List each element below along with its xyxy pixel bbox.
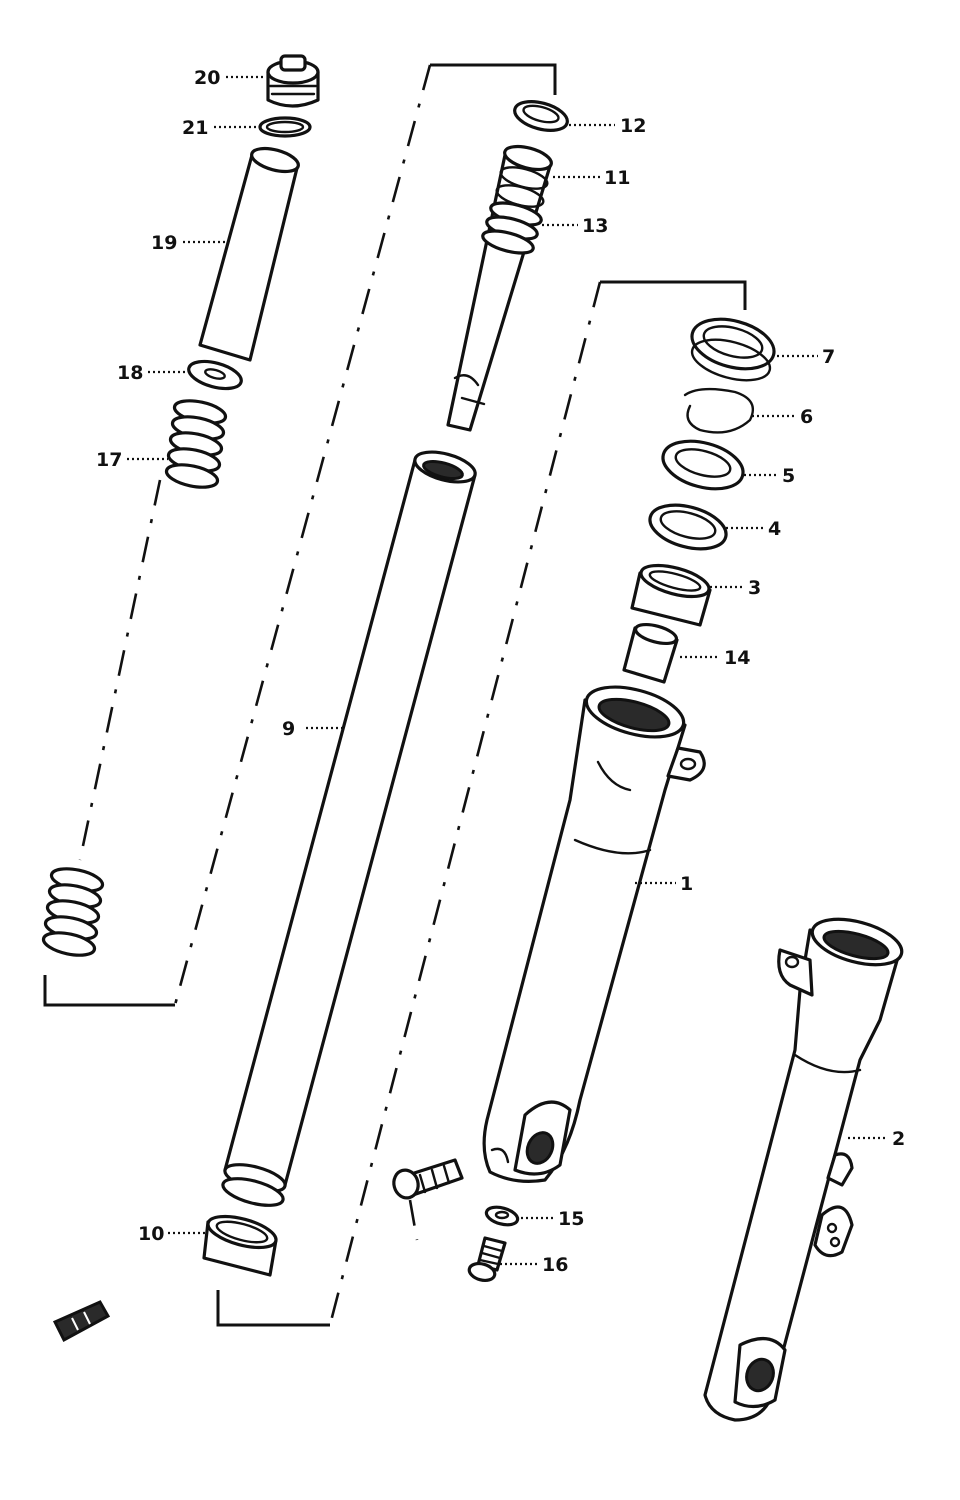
dust-seal [690, 317, 776, 382]
callout-6: 6 [800, 406, 813, 428]
callout-10: 10 [138, 1223, 164, 1245]
callout-19: 19 [151, 232, 177, 254]
callout-11: 11 [604, 167, 630, 189]
outer-tube-right [703, 917, 904, 1422]
seal-spacer [648, 503, 728, 551]
callout-14: 14 [724, 647, 750, 669]
callout-12: 12 [620, 115, 646, 137]
snap-ring [683, 387, 755, 434]
fork-spring [41, 399, 228, 957]
fork-cap-bolt [266, 54, 320, 108]
callout-2: 2 [892, 1128, 905, 1150]
slide-bushing [202, 1214, 278, 1277]
outer-tube-left [482, 685, 706, 1183]
group-bracket-center [216, 280, 747, 1327]
callout-4: 4 [768, 518, 781, 540]
damper-bolt [467, 1236, 507, 1283]
callout-20: 20 [194, 67, 220, 89]
o-ring [258, 116, 312, 138]
callout-21: 21 [182, 117, 208, 139]
callout-16: 16 [542, 1254, 568, 1276]
callout-labels: 20 21 19 18 17 12 11 13 7 6 5 4 3 14 9 1… [96, 67, 905, 1276]
oil-seal [661, 439, 745, 491]
oil-lock-piece [622, 622, 679, 684]
callout-17: 17 [96, 449, 122, 471]
leader-lines [127, 75, 888, 1266]
piston-ring [513, 100, 569, 132]
guide-bushing [630, 563, 712, 627]
damper-rod [446, 144, 553, 432]
callout-5: 5 [782, 465, 795, 487]
spring-seat [187, 359, 243, 391]
axis-line-left-spring [78, 479, 162, 861]
inner-tube [221, 450, 477, 1207]
spacer-tube [198, 146, 300, 362]
callout-15: 15 [558, 1208, 584, 1230]
callout-7: 7 [822, 346, 835, 368]
callout-1: 1 [680, 873, 693, 895]
group-bracket-left [43, 63, 557, 1007]
front-arrow-icon [52, 1300, 111, 1343]
callout-3: 3 [748, 577, 761, 599]
axle-pinch-bolt [392, 1158, 464, 1241]
drain-washer [484, 1205, 520, 1227]
callout-18: 18 [117, 362, 143, 384]
callout-9: 9 [282, 718, 295, 740]
callout-13: 13 [582, 215, 608, 237]
